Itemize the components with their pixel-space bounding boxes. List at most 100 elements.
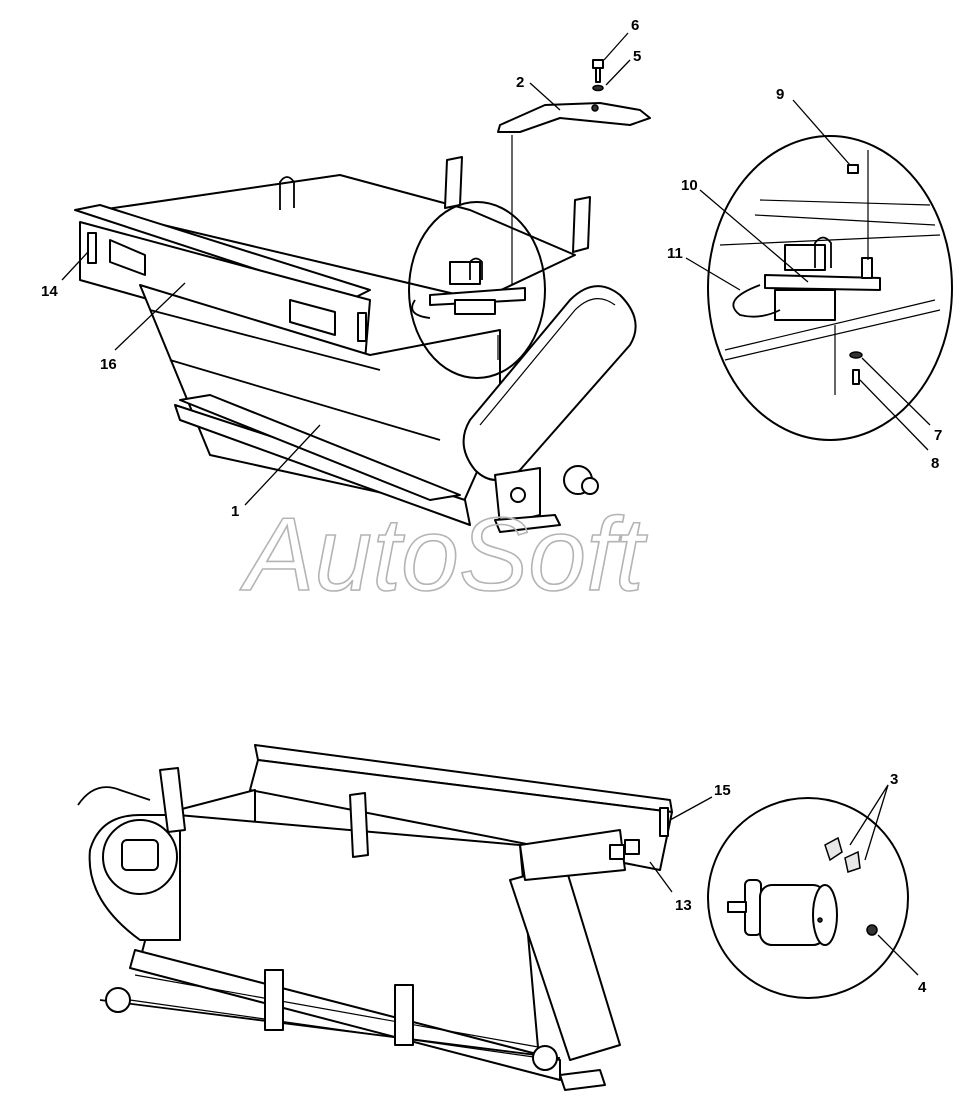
leader-16 xyxy=(114,282,186,351)
label-plate-2 xyxy=(624,839,640,855)
leader-8 xyxy=(859,379,929,451)
callout-9: 9 xyxy=(776,86,784,103)
detail-rail-1 xyxy=(759,199,931,206)
callout-4: 4 xyxy=(918,979,927,996)
leader-1 xyxy=(244,424,321,506)
leader-15 xyxy=(669,796,713,821)
sensor-arm xyxy=(429,287,526,306)
right-foot xyxy=(559,1069,606,1091)
callout-11: 11 xyxy=(667,245,683,262)
detail-rail-4 xyxy=(724,299,936,351)
detail-arm xyxy=(764,274,881,291)
bearing-center xyxy=(817,917,823,923)
detail-circle-large xyxy=(707,135,953,441)
detail-u-bolt xyxy=(814,236,832,268)
part-6-bolt xyxy=(592,59,604,92)
sensor-block xyxy=(449,261,481,285)
drive-pulley-hub xyxy=(581,477,599,495)
detail-sensor-block xyxy=(784,244,826,271)
leader-lines xyxy=(61,32,931,976)
front-wall xyxy=(139,814,541,1071)
leader-14 xyxy=(61,251,89,281)
callout-15: 15 xyxy=(714,782,731,799)
belt-guard xyxy=(462,285,637,481)
left-lever xyxy=(77,786,151,806)
detail-screw-8 xyxy=(852,369,860,385)
detail-washer-7 xyxy=(849,351,863,359)
leader-2 xyxy=(529,82,561,111)
base-bracket-hole xyxy=(510,487,526,503)
agitator-shaft xyxy=(99,999,561,1059)
callout-16: 16 xyxy=(100,356,117,373)
grease-fitting-a xyxy=(824,836,843,862)
leader-4 xyxy=(877,934,919,976)
callout-5: 5 xyxy=(633,48,641,65)
detail-circle-sensor-inset xyxy=(408,201,546,379)
hopper-assembly-bottom xyxy=(77,744,673,1091)
right-mount-plate xyxy=(519,829,626,881)
hopper-body-seam xyxy=(169,359,441,441)
leader-3b xyxy=(864,784,889,861)
sensor-u-bolt xyxy=(469,257,483,280)
detail-rail-3 xyxy=(719,234,941,246)
callout-2: 2 xyxy=(516,74,524,91)
trough-line-1 xyxy=(134,974,556,1051)
callout-6: 6 xyxy=(631,17,639,34)
leader-9 xyxy=(792,99,851,166)
leader-7 xyxy=(861,357,931,426)
side-slot-left xyxy=(87,232,97,264)
leader-10 xyxy=(699,189,809,283)
callout-14: 14 xyxy=(41,283,58,300)
detail-circle-small xyxy=(408,201,546,379)
sensor-wire xyxy=(411,299,431,319)
sensor-plate xyxy=(454,299,496,315)
side-window-right xyxy=(289,299,336,336)
agitator-blade-2 xyxy=(394,984,414,1046)
leader-11 xyxy=(685,257,741,291)
callout-3: 3 xyxy=(890,771,898,788)
upright-bracket-right xyxy=(572,196,591,253)
bearing-face xyxy=(812,884,838,946)
callout-8: 8 xyxy=(931,455,939,472)
callout-labels: 1 2 3 4 5 6 7 8 9 10 11 13 14 15 16 xyxy=(41,17,942,996)
leader-3a xyxy=(849,784,889,846)
washer-5 xyxy=(592,84,604,92)
arm-hole xyxy=(591,104,599,112)
shaft-bearing-right xyxy=(532,1045,558,1071)
detail-bolt xyxy=(861,257,873,279)
detail-screw-9 xyxy=(847,164,859,174)
detail-mount-plate xyxy=(774,289,836,321)
leader-6 xyxy=(603,32,629,61)
bearing-flange xyxy=(744,879,762,936)
base-foot xyxy=(494,514,561,533)
right-slot xyxy=(659,807,669,837)
leader-5 xyxy=(605,59,631,86)
detail-circle-grease-fittings xyxy=(707,797,909,999)
bolt-head xyxy=(592,59,604,69)
left-upright-bracket xyxy=(159,767,186,833)
callout-13: 13 xyxy=(675,897,692,914)
detail-wire xyxy=(732,284,781,318)
detail-rail-5 xyxy=(724,309,941,361)
hopper-bottom-plate xyxy=(179,394,461,501)
leader-13 xyxy=(649,861,673,893)
detail-circle-bottom xyxy=(707,797,909,999)
callout-7: 7 xyxy=(934,427,942,444)
callout-1: 1 xyxy=(231,503,239,520)
belt-guard-edge xyxy=(479,298,616,426)
hopper-body-fold xyxy=(149,309,381,371)
bearing-shaft xyxy=(727,901,747,913)
watermark: AutoSoft xyxy=(239,497,648,613)
detail-circle-right xyxy=(707,135,953,441)
side-window-left xyxy=(109,239,146,276)
label-plate-1 xyxy=(609,844,625,860)
grease-fitting-b xyxy=(844,850,861,873)
bottom-trough xyxy=(129,949,561,1081)
side-slot-right xyxy=(357,312,367,342)
grease-nipple-4 xyxy=(866,924,878,936)
detail-rail-2 xyxy=(754,214,936,226)
shaft-bearing-left xyxy=(105,987,131,1013)
part-2-mounting-arm xyxy=(497,102,651,285)
